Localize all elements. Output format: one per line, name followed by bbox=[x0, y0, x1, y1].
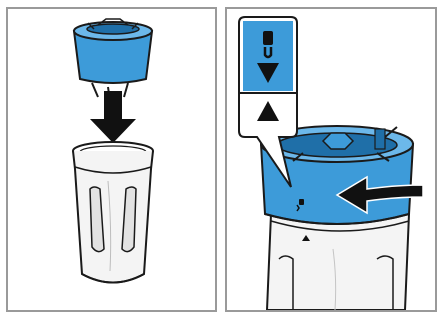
blade-unit-icon bbox=[74, 19, 152, 101]
step-1-panel bbox=[6, 7, 217, 312]
step-1-illustration bbox=[8, 9, 215, 310]
insert-down-arrow-icon bbox=[90, 91, 136, 143]
to-go-bottle-icon bbox=[73, 142, 153, 283]
to-go-bottle-icon bbox=[267, 214, 409, 310]
step-2-illustration bbox=[227, 9, 435, 310]
step-2-panel bbox=[225, 7, 437, 312]
